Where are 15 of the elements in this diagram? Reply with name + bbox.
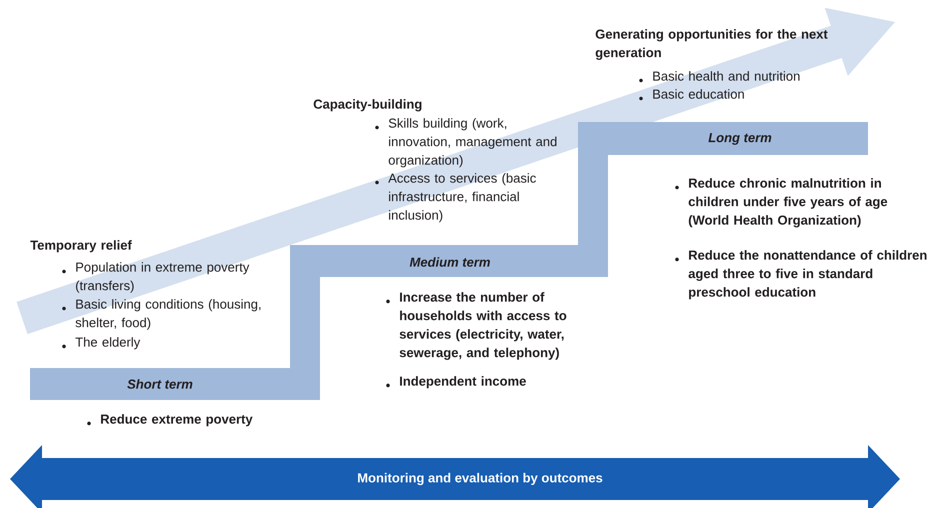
bullet-item: Reduce the nonattendance of children aged three to five in standard preschool education xyxy=(675,250,926,300)
bullet-item: Increase the number of households with access to services (electricity, water, sewerage, and telephony) xyxy=(386,292,566,360)
double-arrow-banner: Monitoring and evaluation by outcomes xyxy=(10,444,900,508)
heading: Capacity-building xyxy=(314,99,422,112)
bullet-item: Basic health and nutrition xyxy=(639,71,800,82)
bullet-item: Basic education xyxy=(639,89,744,100)
bullet-item: Basic living conditions (housing, shelter, food) xyxy=(62,299,260,330)
bullet-item: Independent income xyxy=(386,376,526,388)
bullet-item: Skills building (work, innovation, management and organization) xyxy=(375,118,556,168)
heading: Generating opportunities for the next generation xyxy=(596,29,828,60)
bullet-item: The elderly xyxy=(62,337,140,350)
bullet-item: Access to services (basic infrastructure, financial inclusion) xyxy=(375,173,536,222)
bullet-item: Population in extreme poverty (transfers) xyxy=(62,262,250,293)
heading: Temporary relief xyxy=(30,240,132,252)
bullet-item: Reduce extreme poverty xyxy=(87,414,253,426)
